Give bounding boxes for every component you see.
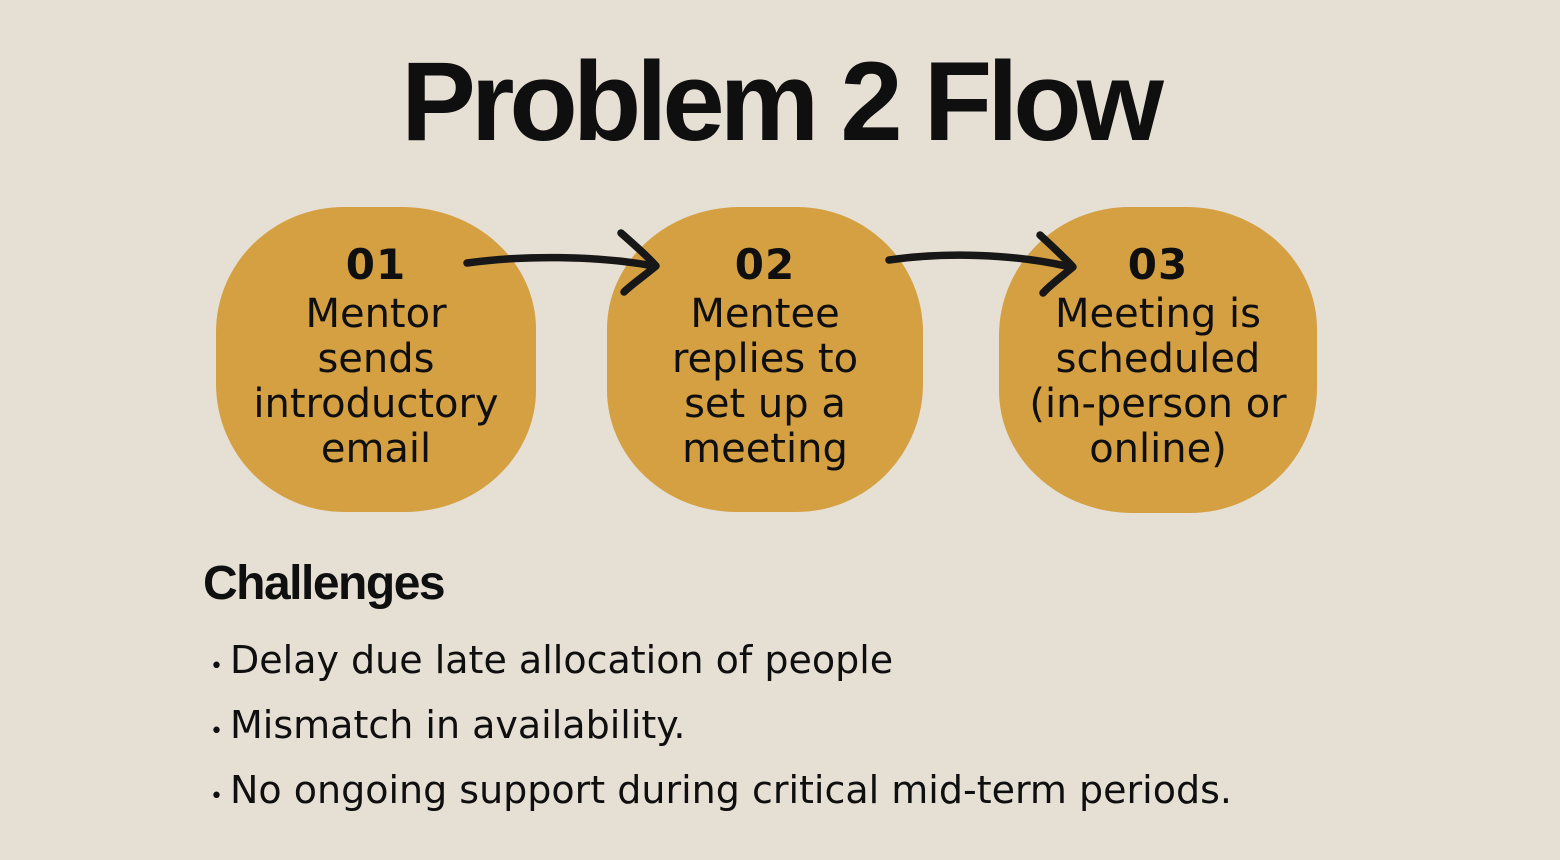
step-line: Mentor xyxy=(305,291,447,337)
list-item: • Mismatch in availability. xyxy=(203,701,1232,756)
step-description: Mentor sends introductory email xyxy=(253,292,498,472)
step-line: replies to xyxy=(671,336,859,382)
step-line: set up a xyxy=(684,381,846,427)
step-line: sends xyxy=(317,336,435,382)
list-item: • Delay due late allocation of people xyxy=(203,636,1232,691)
flow-step-1: 01 Mentor sends introductory email xyxy=(216,207,536,512)
list-item: • No ongoing support during critical mid… xyxy=(203,766,1232,821)
step-description: Meeting is scheduled (in-person or onlin… xyxy=(1029,292,1286,472)
challenge-text: Delay due late allocation of people xyxy=(230,637,894,682)
step-description: Mentee replies to set up a meeting xyxy=(672,292,858,472)
step-line: email xyxy=(320,426,432,472)
step-number: 02 xyxy=(734,240,796,289)
challenges-list: • Delay due late allocation of people • … xyxy=(203,636,1232,821)
step-line: scheduled xyxy=(1055,336,1261,382)
step-number: 01 xyxy=(345,240,407,289)
challenge-text: No ongoing support during critical mid-t… xyxy=(230,767,1232,812)
bullet-icon: • xyxy=(210,783,223,809)
flow-step-3: 03 Meeting is scheduled (in-person or on… xyxy=(999,207,1317,513)
step-number: 03 xyxy=(1127,240,1189,289)
step-line: (in-person or xyxy=(1029,381,1287,427)
page-title: Problem 2 Flow xyxy=(401,39,1164,164)
step-line: online) xyxy=(1089,426,1227,472)
challenge-text: Mismatch in availability. xyxy=(230,702,686,747)
step-line: meeting xyxy=(682,426,848,472)
flow-step-2: 02 Mentee replies to set up a meeting xyxy=(607,207,923,512)
step-line: Meeting is xyxy=(1055,291,1261,337)
bullet-icon: • xyxy=(210,653,223,679)
challenges-section: Challenges • Delay due late allocation o… xyxy=(203,557,1232,831)
step-line: introductory xyxy=(253,381,499,427)
step-line: Mentee xyxy=(690,291,840,337)
challenges-heading: Challenges xyxy=(203,557,446,610)
bullet-icon: • xyxy=(210,718,223,744)
